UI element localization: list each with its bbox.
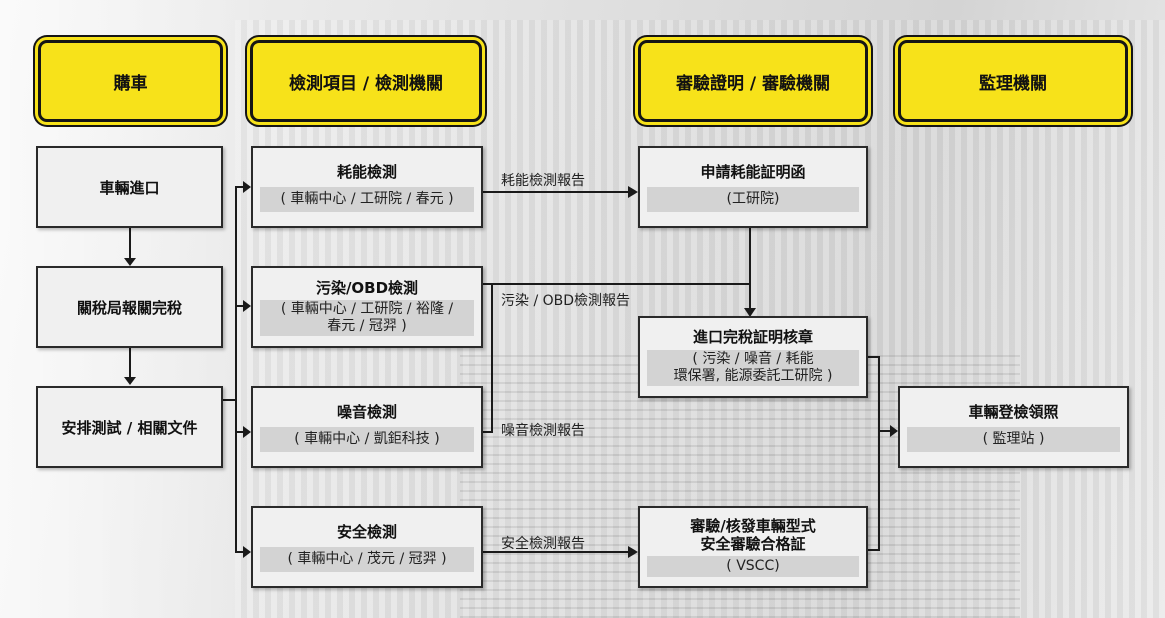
customs-box: 關稅局報關完稅 — [36, 266, 223, 348]
pollution-report-line-h — [483, 283, 751, 285]
arrange-label: 安排測試 / 相關文件 — [61, 418, 198, 437]
customs-label: 關稅局報關完稅 — [76, 298, 182, 317]
vscc-title-line2: 安全審驗合格証 — [700, 535, 806, 553]
arrow-to-arrange — [124, 377, 136, 385]
energy-letter-title: 申請耗能証明函 — [700, 162, 806, 181]
safety-report-label: 安全檢測報告 — [501, 536, 585, 552]
connector-arrange-bracket — [222, 399, 236, 401]
vscc-to-bracket — [868, 549, 880, 551]
noise-test-title: 噪音檢測 — [336, 402, 397, 421]
header-testing: 檢測項目 / 檢測機關 — [250, 40, 482, 122]
arrow-to-pollution — [243, 300, 251, 312]
header-certification-label: 審驗證明 / 審驗機關 — [675, 73, 831, 94]
energy-test-agencies: ( 車輛中心 / 工研院 / 春元 ) — [260, 186, 474, 212]
safety-test-box: 安全檢測 ( 車輛中心 / 茂元 / 冠羿 ) — [251, 506, 483, 588]
arrow-to-customs — [124, 258, 136, 266]
connector-import-customs — [129, 228, 131, 258]
arrow-to-safety — [243, 546, 251, 558]
pollution-test-agencies-line2: 春元 / 冠羿 ) — [327, 317, 407, 334]
tax-to-bracket — [868, 356, 880, 358]
energy-test-title: 耗能檢測 — [336, 162, 397, 181]
tax-stamp-agency: ( 污染 / 噪音 / 耗能 環保署, 能源委託工研院 ) — [647, 350, 859, 386]
vscc-box: 審驗/核發車輛型式 安全審驗合格証 ( VSCC) — [638, 506, 868, 588]
tax-stamp-agency-line1: ( 污染 / 噪音 / 耗能 — [692, 351, 814, 367]
bracket-to-registration — [878, 430, 890, 432]
energy-report-line — [483, 191, 628, 193]
bracket-to-noise — [235, 431, 243, 433]
registration-title: 車輛登檢領照 — [968, 402, 1059, 421]
header-supervision: 監理機關 — [898, 40, 1128, 122]
bracket-to-energy — [235, 186, 243, 188]
arrow-to-tax-stamp — [744, 308, 756, 317]
header-purchase-label: 購車 — [113, 73, 148, 94]
safety-report-line — [483, 551, 628, 553]
pollution-test-title: 污染/OBD檢測 — [315, 278, 419, 297]
right-bracket-vertical — [878, 356, 880, 551]
energy-test-box: 耗能檢測 ( 車輛中心 / 工研院 / 春元 ) — [251, 146, 483, 228]
header-supervision-label: 監理機關 — [979, 73, 1047, 94]
noise-report-line — [483, 431, 493, 433]
safety-test-title: 安全檢測 — [336, 522, 397, 541]
bracket-vertical — [235, 186, 237, 552]
header-certification: 審驗證明 / 審驗機關 — [638, 40, 868, 122]
registration-box: 車輛登檢領照 ( 監理站 ) — [898, 386, 1129, 468]
pollution-report-label: 污染 / OBD檢測報告 — [501, 293, 631, 309]
arrow-to-energy — [243, 181, 251, 193]
vscc-title-line1: 審驗/核發車輛型式 — [690, 517, 816, 535]
tax-stamp-agency-line2: 環保署, 能源委託工研院 ) — [673, 368, 833, 384]
registration-agency: ( 監理站 ) — [907, 426, 1120, 452]
bracket-to-pollution — [235, 305, 243, 307]
energy-report-label: 耗能檢測報告 — [501, 173, 585, 189]
noise-report-label: 噪音檢測報告 — [501, 423, 585, 439]
header-purchase: 購車 — [38, 40, 223, 122]
noise-test-agencies: ( 車輛中心 / 凱鉅科技 ) — [260, 426, 474, 452]
pollution-report-line-v — [491, 283, 493, 432]
arrow-to-noise — [243, 426, 251, 438]
energy-letter-box: 申請耗能証明函 (工研院) — [638, 146, 868, 228]
energy-letter-to-tax — [749, 228, 751, 310]
tax-stamp-box: 進口完稅証明核章 ( 污染 / 噪音 / 耗能 環保署, 能源委託工研院 ) — [638, 316, 868, 398]
safety-test-agencies: ( 車輛中心 / 茂元 / 冠羿 ) — [260, 546, 474, 572]
import-box: 車輛進口 — [36, 146, 223, 228]
arrange-box: 安排測試 / 相關文件 — [36, 386, 223, 468]
arrow-to-vscc — [628, 546, 638, 558]
energy-letter-agency: (工研院) — [647, 186, 859, 212]
arrow-to-energy-letter — [628, 186, 638, 198]
connector-customs-arrange — [129, 348, 131, 378]
bracket-to-safety — [235, 551, 243, 553]
header-testing-label: 檢測項目 / 檢測機關 — [288, 73, 444, 94]
vscc-agency: ( VSCC) — [647, 556, 859, 577]
pollution-test-agencies-line1: ( 車輛中心 / 工研院 / 裕隆 / — [280, 300, 454, 317]
arrow-to-registration — [890, 425, 898, 437]
pollution-test-agencies: ( 車輛中心 / 工研院 / 裕隆 / 春元 / 冠羿 ) — [260, 299, 474, 336]
noise-test-box: 噪音檢測 ( 車輛中心 / 凱鉅科技 ) — [251, 386, 483, 468]
import-label: 車輛進口 — [99, 178, 160, 197]
tax-stamp-title: 進口完稅証明核章 — [692, 328, 813, 346]
pollution-test-box: 污染/OBD檢測 ( 車輛中心 / 工研院 / 裕隆 / 春元 / 冠羿 ) — [251, 266, 483, 348]
